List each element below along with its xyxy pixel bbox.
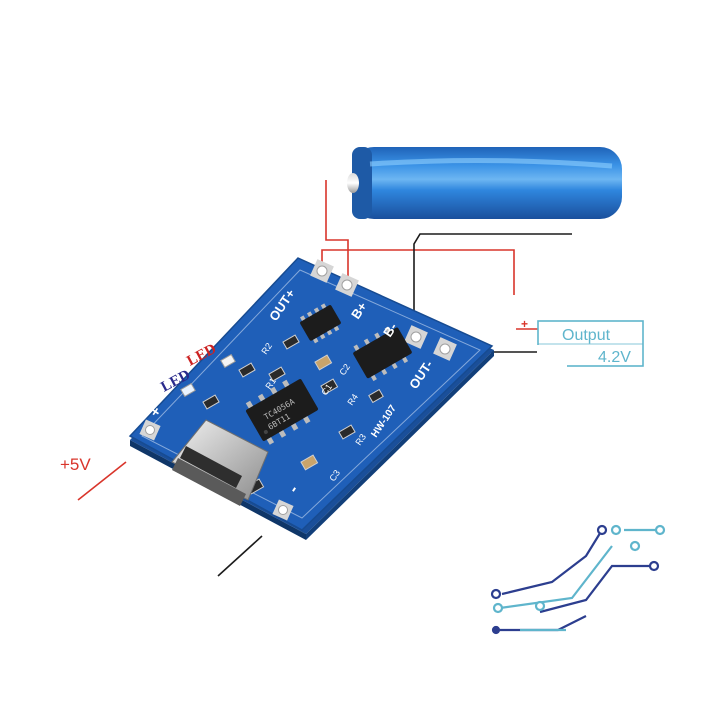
- pad-in-minus: [272, 499, 294, 521]
- led-red: [220, 353, 236, 369]
- ic-protection: [353, 326, 412, 382]
- output-box: [537, 320, 644, 367]
- pad-in-plus: [139, 419, 161, 441]
- wire-red-battery-plus: [325, 180, 349, 295]
- output-box-label: Output: [562, 327, 611, 344]
- pad-b-minus: [404, 325, 428, 349]
- ic-tc4056a: [245, 379, 318, 445]
- pad-out-plus: [310, 259, 334, 283]
- output-voltage-label: 4.2V: [598, 349, 631, 366]
- ic-mosfet: [300, 303, 341, 344]
- wiring: [77, 180, 572, 577]
- micro-usb-port[interactable]: [171, 419, 269, 506]
- input-voltage-label: +5V: [60, 455, 91, 474]
- output-plus-sign: +: [521, 317, 528, 331]
- wire-black-input: [217, 535, 263, 577]
- wire-red-input: [77, 461, 127, 501]
- battery-positive-terminal: [347, 173, 359, 193]
- charger-pcb: OUT+ B+ B- OUT- + - HW-107 R2 R1 C1 C2 R…: [128, 257, 494, 540]
- battery-cell: [347, 147, 622, 219]
- wire-black-battery-minus: [413, 233, 572, 336]
- pad-out-minus: [433, 337, 457, 361]
- led-blue: [180, 382, 196, 398]
- circuit-decoration: [490, 524, 666, 635]
- pad-b-plus: [335, 273, 359, 297]
